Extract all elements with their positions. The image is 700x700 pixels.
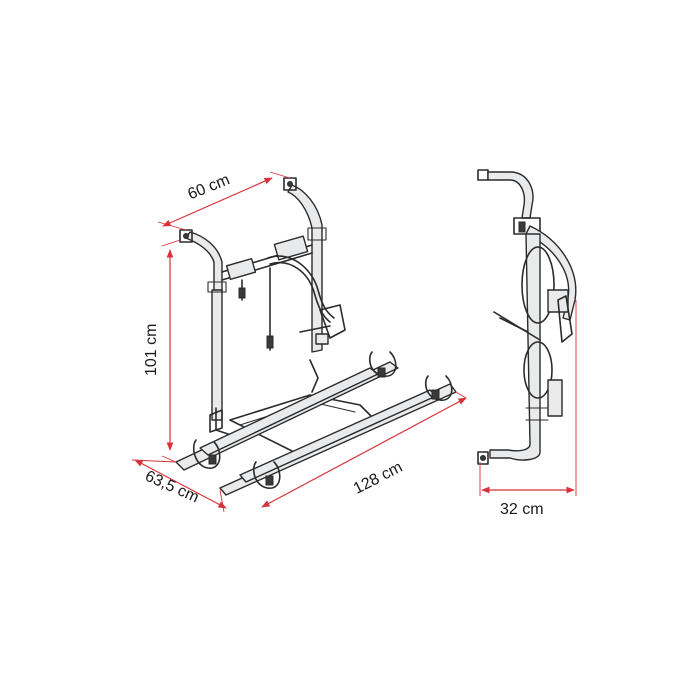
frame-holder-left — [225, 257, 257, 281]
height-label: 101 cm — [143, 324, 160, 376]
dimension-side-depth: 32 cm — [479, 300, 577, 518]
rack-perspective-view — [175, 177, 457, 496]
side-depth-label: 32 cm — [500, 501, 544, 518]
length-label: 128 cm — [351, 459, 405, 498]
depth-label: 63,5 cm — [142, 468, 201, 507]
dimension-width-top: 60 cm — [157, 171, 291, 231]
dimension-height: 101 cm — [143, 239, 181, 463]
side-top-bracket — [477, 169, 489, 181]
rack-side-view — [477, 169, 577, 465]
side-bottom-bracket — [477, 451, 489, 465]
wheel-strap-3 — [368, 351, 397, 377]
frame-holder-right — [273, 235, 309, 261]
